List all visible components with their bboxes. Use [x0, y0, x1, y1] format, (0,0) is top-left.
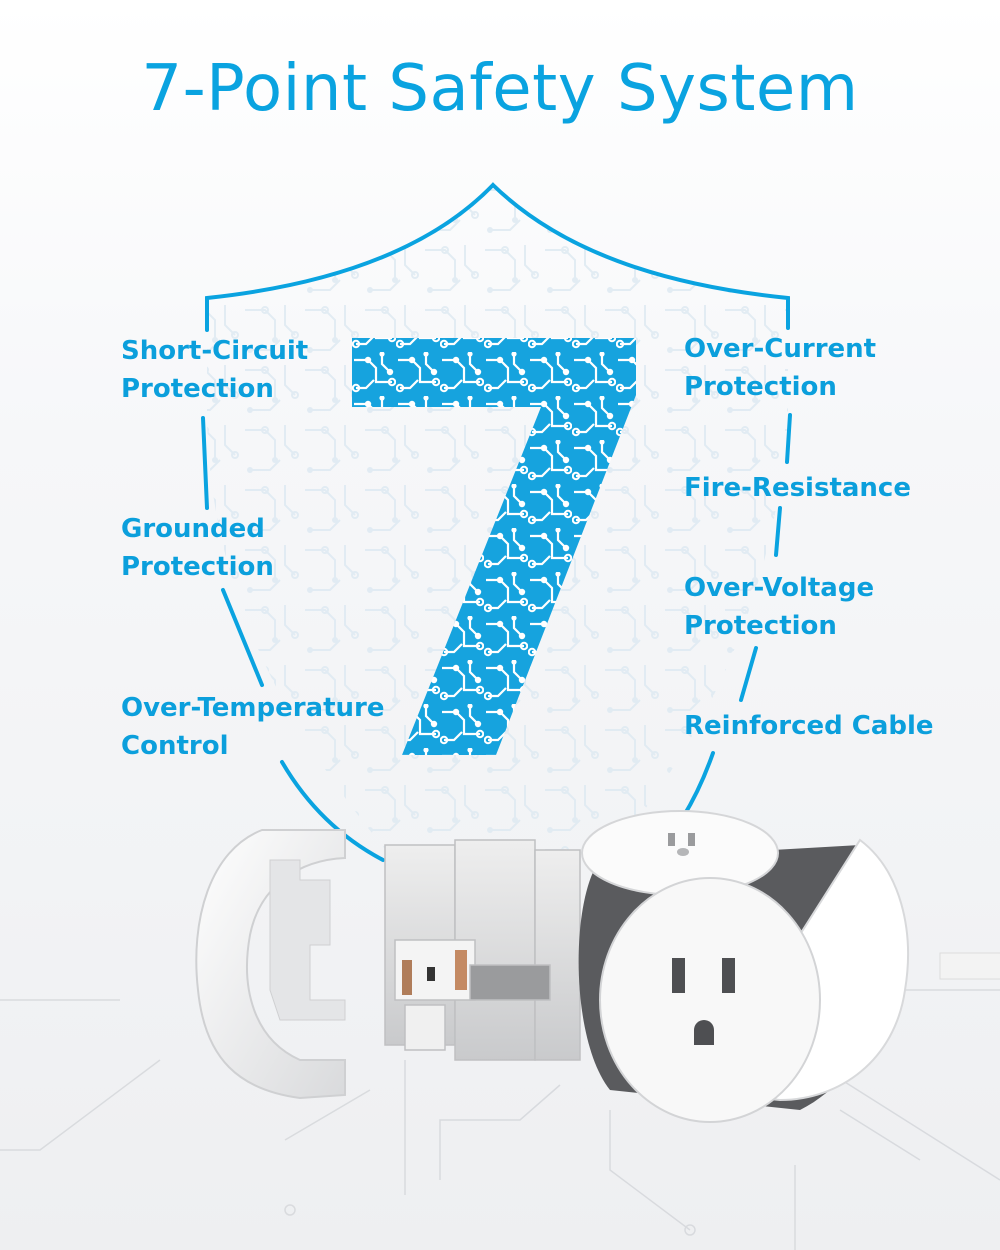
feature-over-voltage-protection: Over-Voltage Protection	[684, 569, 874, 645]
feature-over-temperature-control: Over-Temperature Control	[121, 689, 385, 765]
outlet-slot-right	[722, 958, 735, 993]
feature-label-line: Protection	[121, 374, 274, 404]
exploded-power-strip-cube	[195, 810, 1000, 1123]
feature-fire-resistance: Fire-Resistance	[684, 469, 911, 507]
page-title: 7-Point Safety System	[141, 52, 859, 126]
feature-label-line: Protection	[684, 611, 837, 641]
outlet-slot-left	[672, 958, 685, 993]
feature-label-line: Protection	[121, 552, 274, 582]
feature-label-line: Control	[121, 731, 229, 761]
feature-reinforced-cable: Reinforced Cable	[684, 707, 934, 745]
feature-label-line: Grounded	[121, 514, 265, 544]
shield-outline-icon	[201, 182, 792, 864]
feature-grounded-protection: Grounded Protection	[121, 510, 274, 586]
feature-label-line: Over-Temperature	[121, 693, 385, 723]
feature-label-line: Fire-Resistance	[684, 473, 911, 503]
seven-numeral-circuit	[352, 338, 636, 755]
feature-label-line: Protection	[684, 372, 837, 402]
feature-short-circuit-protection: Short-Circuit Protection	[121, 332, 308, 408]
feature-label-line: Over-Voltage	[684, 573, 875, 603]
feature-label-line: Short-Circuit	[121, 336, 309, 366]
outlet-ground-hole	[694, 1020, 714, 1045]
feature-over-current-protection: Over-Current Protection	[684, 330, 876, 406]
outlet-face	[599, 877, 821, 1123]
feature-label-line: Over-Current	[684, 334, 877, 364]
feature-label-line: Reinforced Cable	[684, 711, 934, 741]
